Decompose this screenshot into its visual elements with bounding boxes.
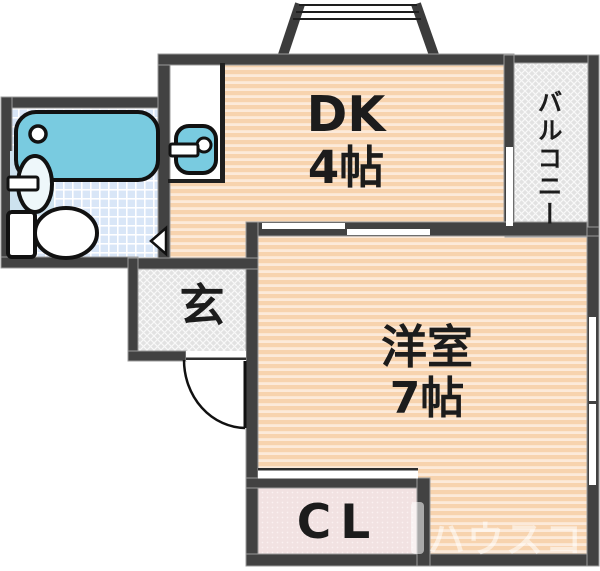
bathroom-door-marker xyxy=(149,225,168,257)
window-balcony xyxy=(506,147,513,226)
room-label-closet: CL xyxy=(296,495,380,550)
entrance-door xyxy=(182,359,247,430)
window-western-1 xyxy=(589,317,596,401)
dk-name: DK xyxy=(306,86,386,143)
entrance-door-gap xyxy=(186,351,246,361)
sliding-door-dk-western xyxy=(262,223,430,235)
watermark-text: ハウスコム xyxy=(428,518,584,561)
bathroom-fixtures xyxy=(6,110,168,260)
floor-closet xyxy=(258,488,417,554)
window-western-2 xyxy=(589,404,596,485)
watermark-logo-bar xyxy=(411,502,424,554)
toilet xyxy=(6,206,99,260)
openings xyxy=(186,147,596,485)
floor-balcony xyxy=(514,63,588,227)
floor-dk-extension xyxy=(168,222,246,259)
exterior-stairs xyxy=(277,2,440,60)
closet-door xyxy=(258,468,418,479)
room-label-dk: DK 4帖 xyxy=(278,86,414,194)
bathtub xyxy=(14,110,160,182)
room-label-western: 洋室 7帖 xyxy=(352,320,502,424)
floor-entrance xyxy=(138,269,246,351)
room-label-entrance: 玄 xyxy=(179,279,225,332)
kitchen-sink xyxy=(168,124,218,175)
kitchen xyxy=(168,63,225,183)
dk-size: 4帖 xyxy=(307,140,385,194)
room-label-balcony: バルコニー xyxy=(534,89,563,229)
western-name: 洋室 xyxy=(381,320,473,374)
western-size: 7帖 xyxy=(389,372,465,424)
